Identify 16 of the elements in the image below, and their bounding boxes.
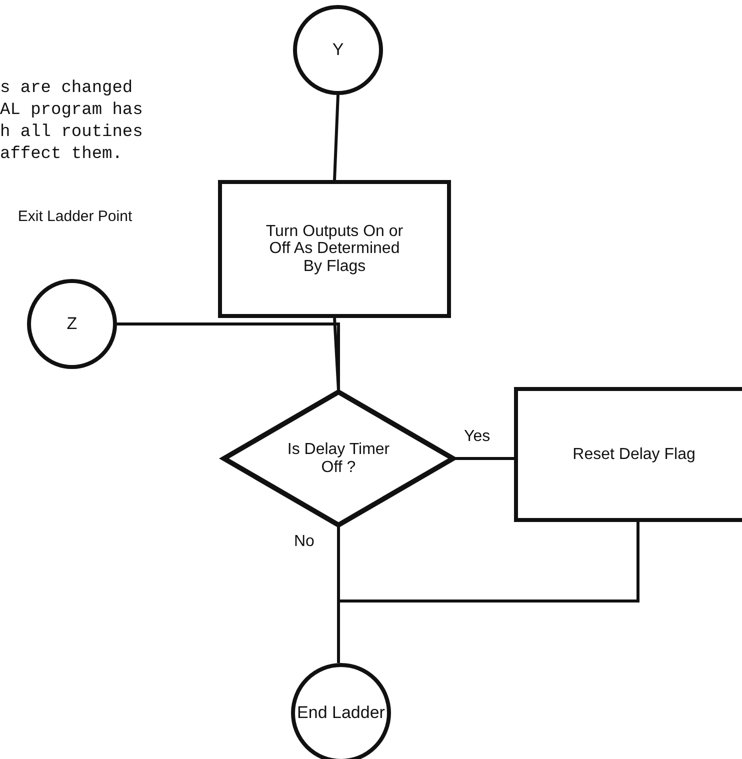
connector-line [333,94,340,180]
node-caption: Exit Ladder Point [16,208,134,226]
node-text: Y [332,40,344,60]
note-text: s are changed AL program has h all routines affect them. [0,78,144,166]
node-text: End Ladder [297,704,385,722]
connector-line [337,527,340,663]
process-box [218,180,451,318]
connector-line [117,322,340,390]
node-text: Z [66,314,78,334]
connector-line [338,522,640,602]
decision-diamond [222,390,455,527]
connector-line [455,457,514,460]
process-box [514,387,742,522]
node-text: Is Delay Timer Off ? [286,440,391,476]
node-text: Turn Outputs On or Off As Determined By Flags [264,222,404,276]
node-text: Reset Delay Flag [572,446,696,464]
